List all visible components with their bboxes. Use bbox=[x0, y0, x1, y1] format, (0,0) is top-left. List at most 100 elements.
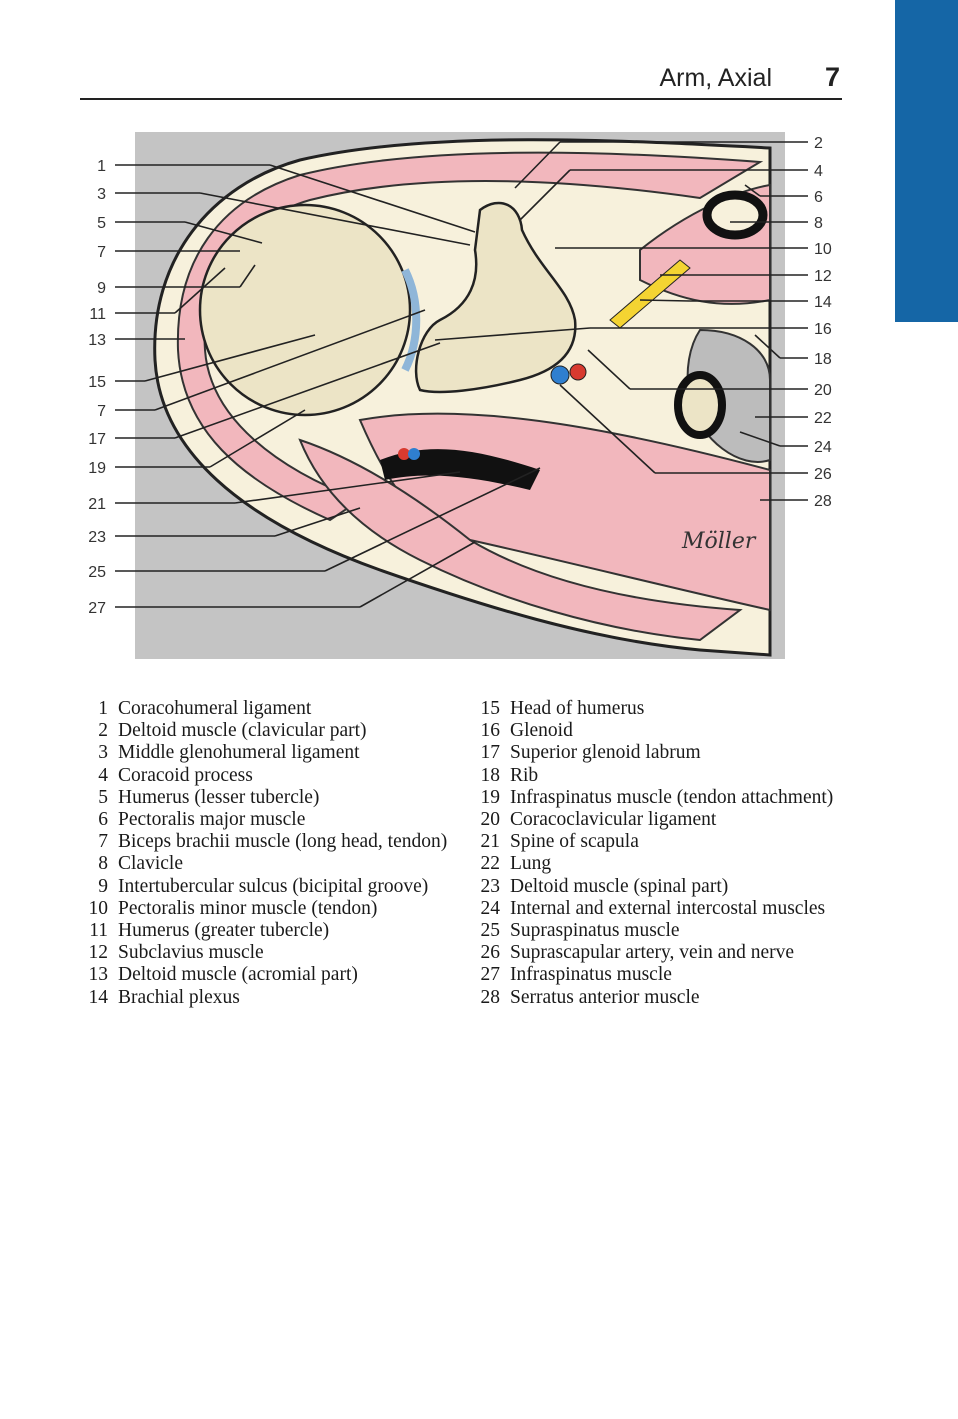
legend-entry: 25 Supraspinatus muscle bbox=[472, 920, 892, 942]
glenoid-cartilage bbox=[401, 268, 421, 372]
figure-label: 17 bbox=[88, 431, 106, 448]
legend-number: 18 bbox=[480, 764, 501, 786]
legend-text: Coracoclavicular ligament bbox=[510, 809, 717, 831]
brachial-plexus bbox=[609, 259, 691, 329]
figure-label: 26 bbox=[814, 466, 832, 483]
figure-label: 6 bbox=[814, 189, 823, 206]
figure-label: 2 bbox=[814, 135, 823, 152]
legend-number: 8 bbox=[98, 853, 108, 875]
legend-text: Biceps brachii muscle (long head, tendon… bbox=[118, 831, 448, 853]
legend-text: Lung bbox=[510, 853, 552, 875]
legend-number: 1 bbox=[98, 698, 108, 719]
figure-label: 7 bbox=[97, 403, 106, 420]
legend-number: 4 bbox=[98, 764, 108, 786]
legend-text: Clavicle bbox=[118, 853, 183, 875]
legend-number: 13 bbox=[88, 964, 109, 986]
legend-entry: 23 Deltoid muscle (spinal part) bbox=[472, 876, 892, 898]
suprascapular-vein bbox=[550, 365, 570, 385]
figure-label: 8 bbox=[814, 215, 823, 232]
legend-entry: 10 Pectoralis minor muscle (tendon) bbox=[80, 898, 470, 920]
legend-number: 12 bbox=[88, 942, 109, 964]
figure-label: 19 bbox=[88, 460, 106, 477]
figure-label: 5 bbox=[97, 215, 106, 232]
legend-text: Rib bbox=[510, 764, 539, 786]
legend-entry: 22 Lung bbox=[472, 853, 892, 875]
legend-number: 6 bbox=[98, 809, 108, 831]
figure-label: 10 bbox=[814, 241, 832, 258]
figure-label: 3 bbox=[97, 186, 106, 203]
legend-entry: 26 Suprascapular artery, vein and nerve bbox=[472, 942, 892, 964]
legend-number: 22 bbox=[480, 853, 501, 875]
legend-text: Supraspinatus muscle bbox=[510, 920, 680, 942]
spine-of-scapula bbox=[380, 449, 540, 490]
figure-label: 25 bbox=[88, 564, 106, 581]
vessel-blue bbox=[408, 448, 420, 460]
clavicle bbox=[702, 190, 768, 240]
legend-number: 27 bbox=[480, 964, 501, 986]
legend-number: 28 bbox=[480, 986, 501, 1008]
legend-text: Deltoid muscle (spinal part) bbox=[510, 875, 729, 897]
figure-label: 1 bbox=[97, 158, 106, 175]
figure-label: 12 bbox=[814, 268, 832, 285]
legend-entry: 21 Spine of scapula bbox=[472, 831, 892, 853]
legend-entry: 12 Subclavius muscle bbox=[80, 942, 470, 964]
suprascapular-artery bbox=[569, 363, 587, 381]
legend-number: 14 bbox=[88, 986, 109, 1008]
legend-text: Head of humerus bbox=[510, 698, 645, 719]
figure-label: 15 bbox=[88, 374, 106, 391]
figure-label: 28 bbox=[814, 493, 832, 510]
legend-number: 23 bbox=[480, 875, 501, 897]
rib bbox=[674, 371, 726, 439]
legend-text: Intertubercular sulcus (bicipital groove… bbox=[118, 875, 429, 897]
legend-text: Humerus (greater tubercle) bbox=[118, 920, 330, 942]
legend-number: 25 bbox=[480, 920, 501, 942]
page-number: 7 bbox=[824, 62, 840, 92]
leader-lines-right bbox=[434, 141, 808, 501]
anatomy-figure: Möller bbox=[0, 0, 958, 680]
figure-label: 9 bbox=[97, 280, 106, 297]
legend-text: Humerus (lesser tubercle) bbox=[118, 786, 320, 808]
figure-label: 23 bbox=[88, 529, 106, 546]
legend-text: Deltoid muscle (acromial part) bbox=[118, 964, 358, 986]
legend-number: 20 bbox=[480, 809, 501, 831]
chapter-tab bbox=[895, 0, 958, 322]
figure-label: 18 bbox=[814, 351, 832, 368]
legend-entry: 5 Humerus (lesser tubercle) bbox=[80, 787, 470, 809]
legend-entry: 8 Clavicle bbox=[80, 853, 470, 875]
legend-number: 26 bbox=[480, 942, 501, 964]
anatomy-illustration: Möller bbox=[88, 132, 832, 659]
legend-entry: 15 Head of humerus bbox=[472, 698, 892, 720]
page-title: Arm, Axial bbox=[659, 64, 772, 92]
figure-labels-left: 1 3 5 7 9 11 13 15 7 17 19 21 23 25 27 bbox=[88, 158, 106, 617]
legend-text: Spine of scapula bbox=[510, 831, 639, 853]
legend-text: Subclavius muscle bbox=[118, 942, 264, 964]
legend-text: Superior glenoid labrum bbox=[510, 742, 701, 764]
legend-text: Glenoid bbox=[510, 720, 573, 742]
figure-label: 11 bbox=[89, 306, 106, 323]
figure-label: 7 bbox=[97, 244, 106, 261]
figure-label: 22 bbox=[814, 410, 832, 427]
legend-number: 17 bbox=[480, 742, 501, 764]
figure-label: 24 bbox=[814, 439, 832, 456]
legend-number: 5 bbox=[98, 786, 108, 808]
legend-number: 7 bbox=[98, 831, 108, 853]
legend-number: 21 bbox=[480, 831, 501, 853]
humeral-head bbox=[198, 203, 412, 417]
legend-text: Suprascapular artery, vein and nerve bbox=[510, 942, 795, 964]
legend-text: Pectoralis minor muscle (tendon) bbox=[118, 897, 378, 919]
legend-number: 15 bbox=[480, 698, 501, 719]
legend-entry: 18 Rib bbox=[472, 765, 892, 787]
legend-number: 2 bbox=[98, 720, 108, 742]
legend-number: 10 bbox=[88, 897, 109, 919]
legend-number: 19 bbox=[480, 786, 501, 808]
